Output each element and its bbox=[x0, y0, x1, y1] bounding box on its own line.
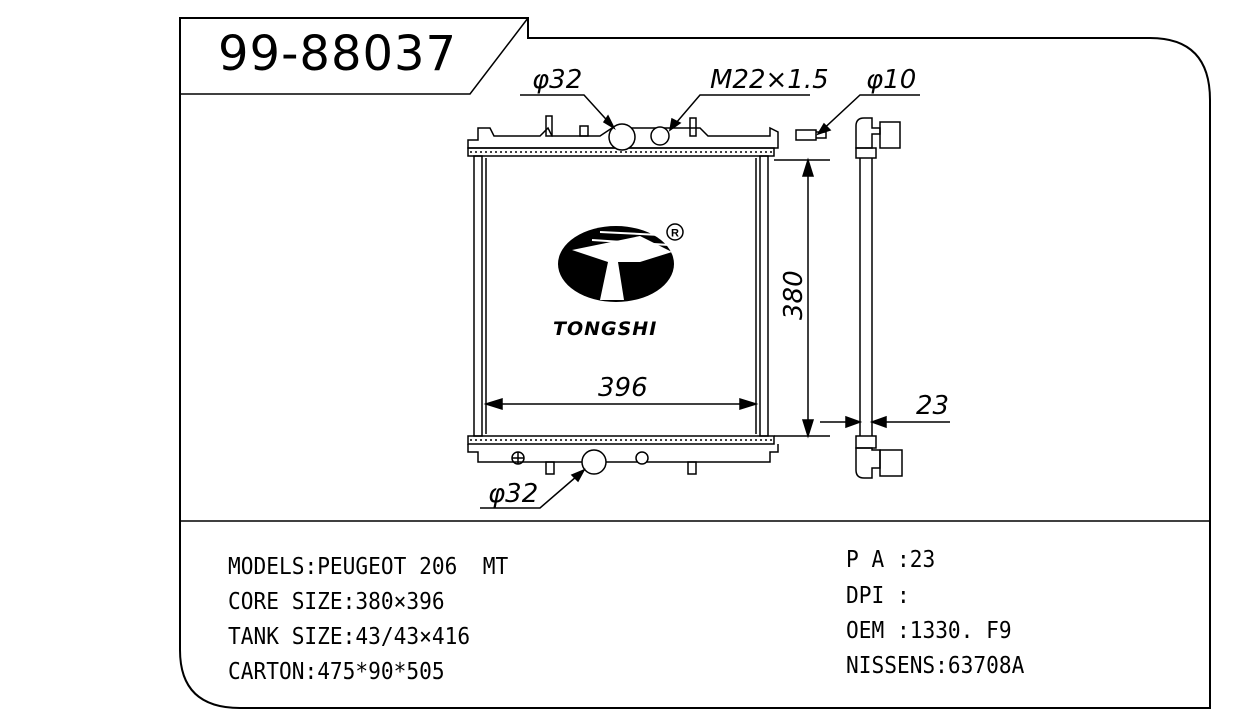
dim-height: 380 bbox=[779, 270, 809, 320]
dim-depth: 23 bbox=[916, 391, 949, 421]
spec-tank-size: TANK SIZE:43/43×416 bbox=[228, 624, 471, 650]
spec-core-size: CORE SIZE:380×396 bbox=[228, 589, 445, 615]
part-number: 99-88037 bbox=[218, 26, 458, 82]
spec-oem: OEM :1330. F9 bbox=[846, 618, 1012, 644]
registered-mark-circle bbox=[666, 223, 684, 241]
dim-inlet-top: φ32 bbox=[532, 65, 582, 95]
brand-logo: R TONGSHI bbox=[553, 223, 685, 340]
brand-name: TONGSHI bbox=[553, 318, 657, 340]
dim-outlet-bottom: φ32 bbox=[488, 479, 538, 509]
registered-mark: R bbox=[671, 228, 679, 240]
spec-carton: CARTON:475*90*505 bbox=[228, 659, 445, 685]
spec-dpi: DPI : bbox=[846, 583, 910, 609]
title-box bbox=[180, 17, 529, 95]
radiator-front-view bbox=[467, 115, 827, 475]
spec-models: MODELS:PEUGEOT 206 MT bbox=[228, 554, 509, 580]
spec-nissens: NISSENS:63708A bbox=[846, 653, 1025, 679]
dimension-lines bbox=[480, 94, 950, 509]
spec-pa: P A :23 bbox=[846, 547, 936, 573]
radiator-side-view bbox=[855, 117, 903, 479]
dim-sensor: φ10 bbox=[866, 65, 916, 95]
dim-thread: M22×1.5 bbox=[710, 65, 829, 95]
dim-width: 396 bbox=[598, 373, 648, 403]
sheet-frame bbox=[179, 17, 1211, 709]
